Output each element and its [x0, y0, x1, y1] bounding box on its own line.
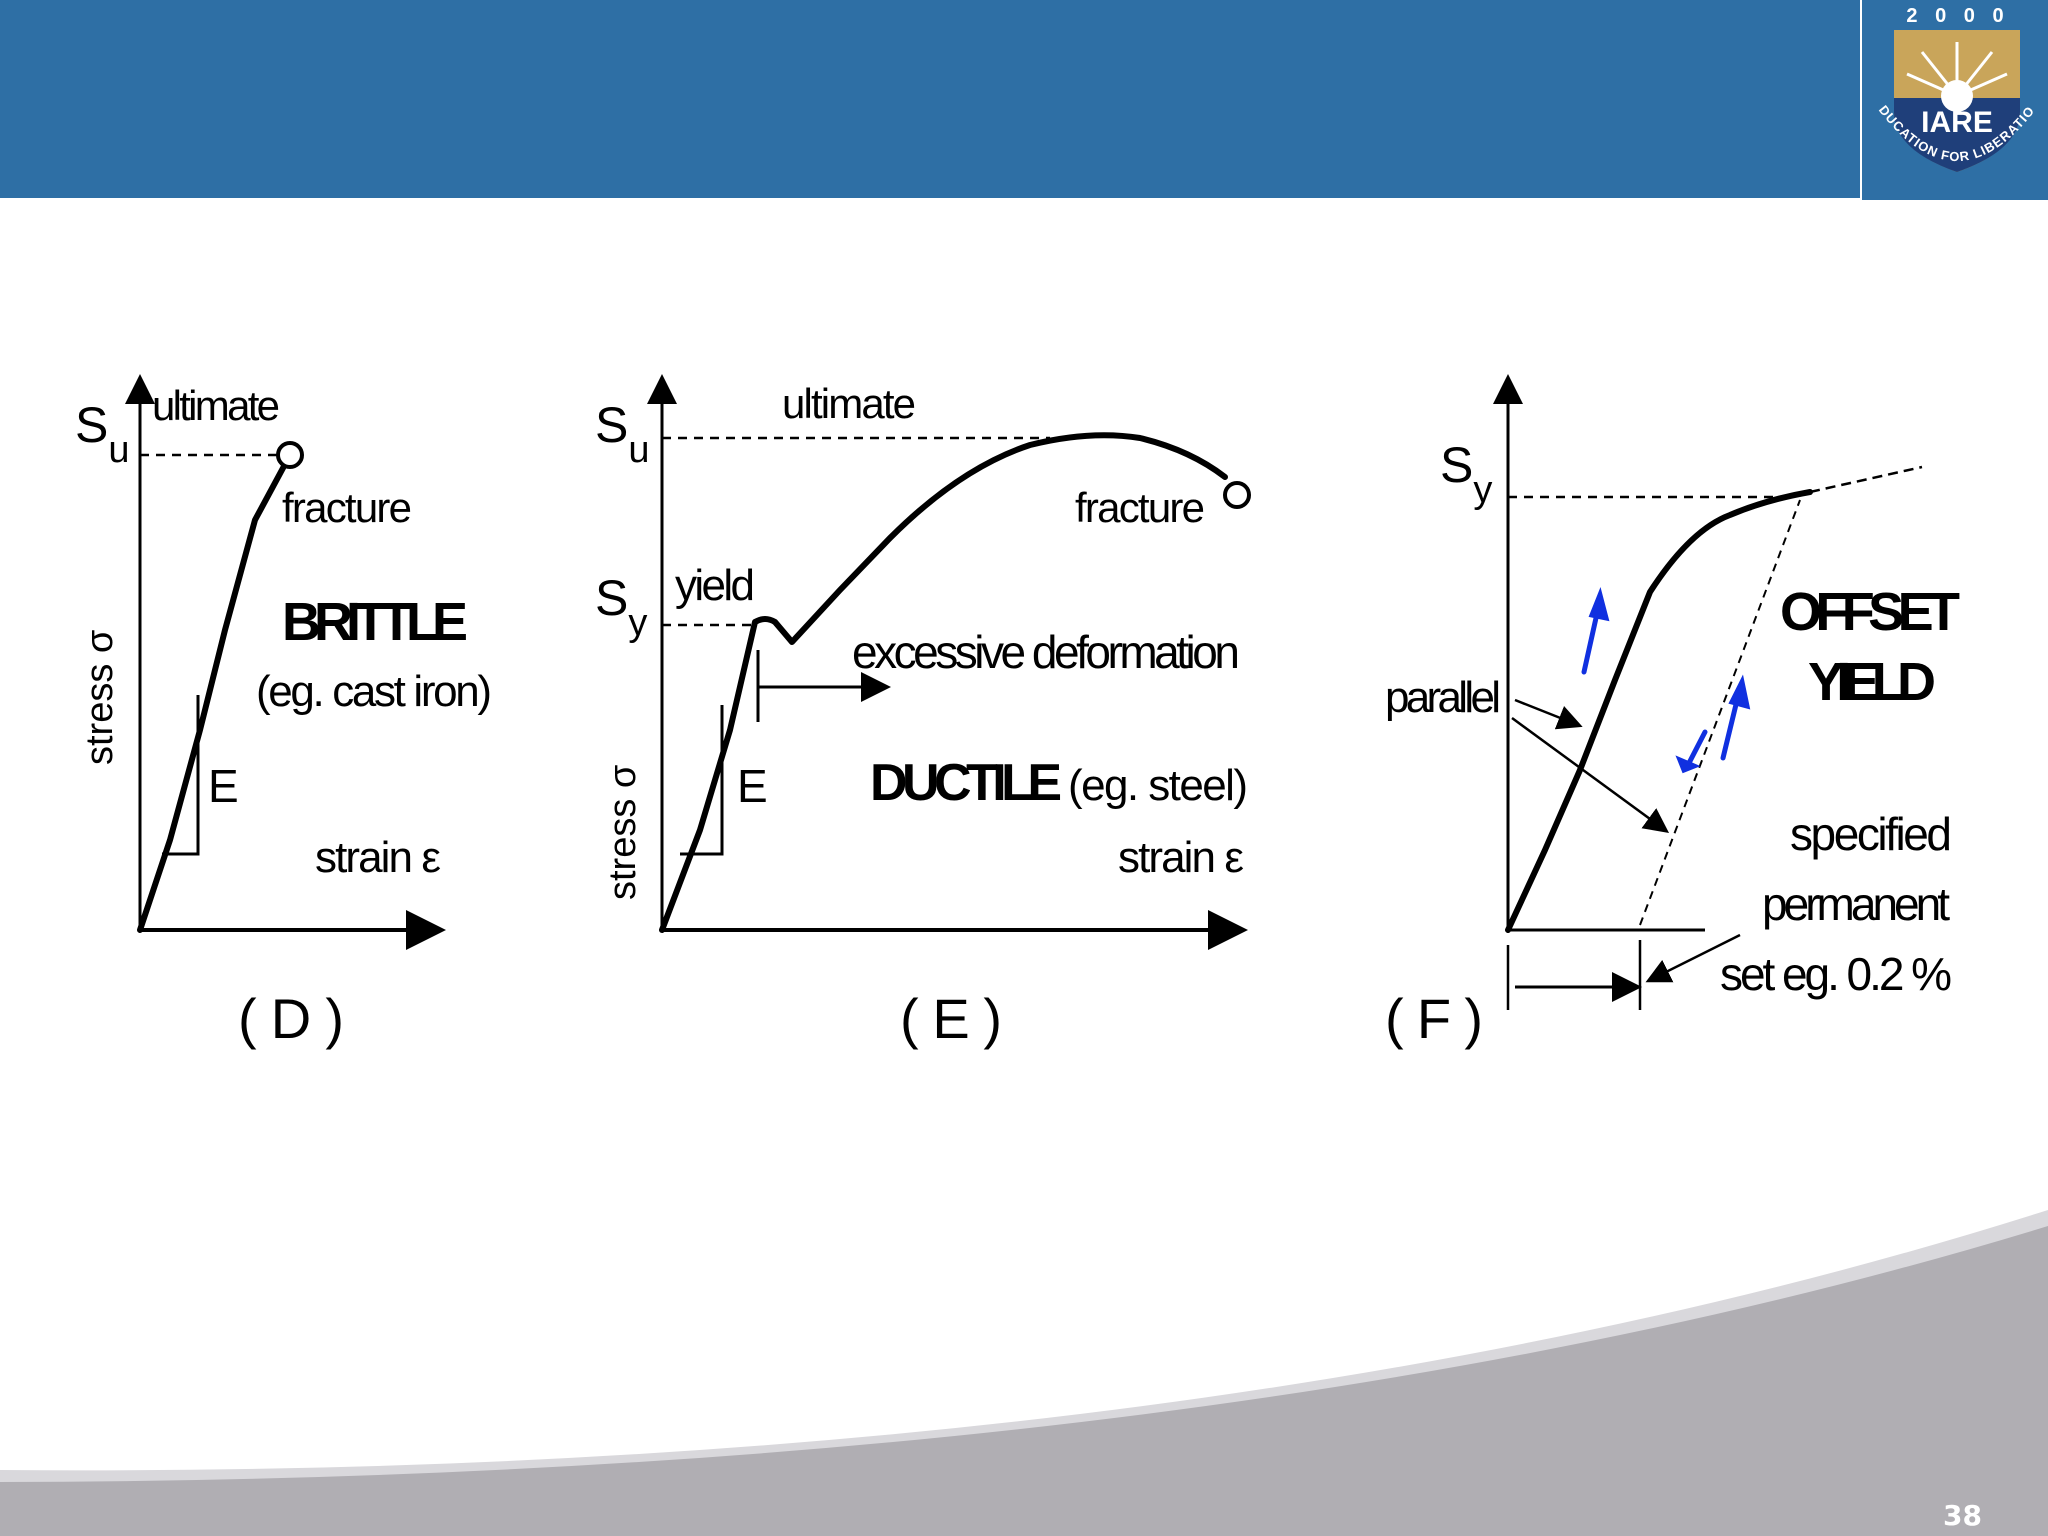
- d-caption: ( D ): [238, 987, 344, 1050]
- f-sy-label: Sy: [1440, 437, 1492, 511]
- e-ultimate-label: ultimate: [782, 380, 916, 427]
- logo-year: 2 0 0 0: [1906, 5, 2009, 27]
- e-e-triangle: [680, 705, 724, 856]
- f-offset-label: OFFSET: [1780, 582, 1960, 642]
- e-curve: [659, 432, 1228, 933]
- d-material-label: BRITTLE: [282, 592, 468, 652]
- e-stress-label: stress σ: [602, 765, 644, 900]
- f-curve: [1505, 489, 1813, 933]
- f-parallel-label: parallel: [1385, 673, 1501, 722]
- d-su-label: Su: [75, 397, 130, 471]
- f-spec-line3: set eg. 0.2 %: [1720, 948, 1952, 1000]
- e-example-label: (eg. steel): [1068, 761, 1248, 810]
- f-offset-line: [1639, 499, 1801, 926]
- e-e-label: E: [737, 760, 768, 812]
- d-example-label: (eg. cast iron): [256, 667, 492, 716]
- e-excessive-label: excessive deformation: [852, 626, 1240, 678]
- e-caption: ( E ): [900, 987, 1002, 1050]
- d-fracture-label: fracture: [282, 484, 412, 531]
- diagram-f: Sy OFFSET YIELD parallel specified perma…: [1385, 374, 1960, 1050]
- d-stress-label: stress σ: [79, 630, 121, 765]
- e-fracture-point-icon: [1223, 481, 1251, 509]
- f-blue-arrows-icon: [1581, 587, 1751, 774]
- d-fracture-point-icon: [276, 441, 304, 469]
- bottom-wave-decoration: [0, 1210, 2048, 1536]
- e-sy-label: Sy: [595, 570, 647, 644]
- d-strain-label: strain ε: [315, 833, 441, 882]
- f-parallel-arrow-2: [1511, 716, 1670, 833]
- f-spec-line1: specified: [1790, 808, 1952, 860]
- f-yield-label: YIELD: [1808, 652, 1936, 712]
- d-e-triangle: [162, 695, 200, 856]
- f-parallel-arrow-1: [1514, 698, 1583, 730]
- f-caption: ( F ): [1385, 987, 1483, 1050]
- diagram-e: Su Sy ultimate fracture yield excessive …: [595, 374, 1251, 1050]
- d-ultimate-label: ultimate: [152, 382, 280, 429]
- logo-name: IARE: [1921, 106, 1993, 139]
- e-yield-label: yield: [675, 561, 755, 610]
- e-su-label: Su: [595, 397, 650, 471]
- header-bar: [0, 0, 1860, 198]
- e-fracture-label: fracture: [1075, 484, 1205, 531]
- f-spec-arrow: [1645, 933, 1741, 983]
- d-e-label: E: [208, 760, 239, 812]
- f-spec-line2: permanent: [1762, 878, 1950, 930]
- diagram-d: Su ultimate fracture BRITTLE (eg. cast i…: [75, 374, 492, 1050]
- slide-number: 38: [1943, 1499, 1982, 1532]
- e-material-label: DUCTILE: [870, 754, 1062, 812]
- stress-strain-figure: Su ultimate fracture BRITTLE (eg. cast i…: [75, 374, 1960, 1050]
- f-curve-extension: [1809, 465, 1923, 494]
- e-strain-label: strain ε: [1118, 833, 1244, 882]
